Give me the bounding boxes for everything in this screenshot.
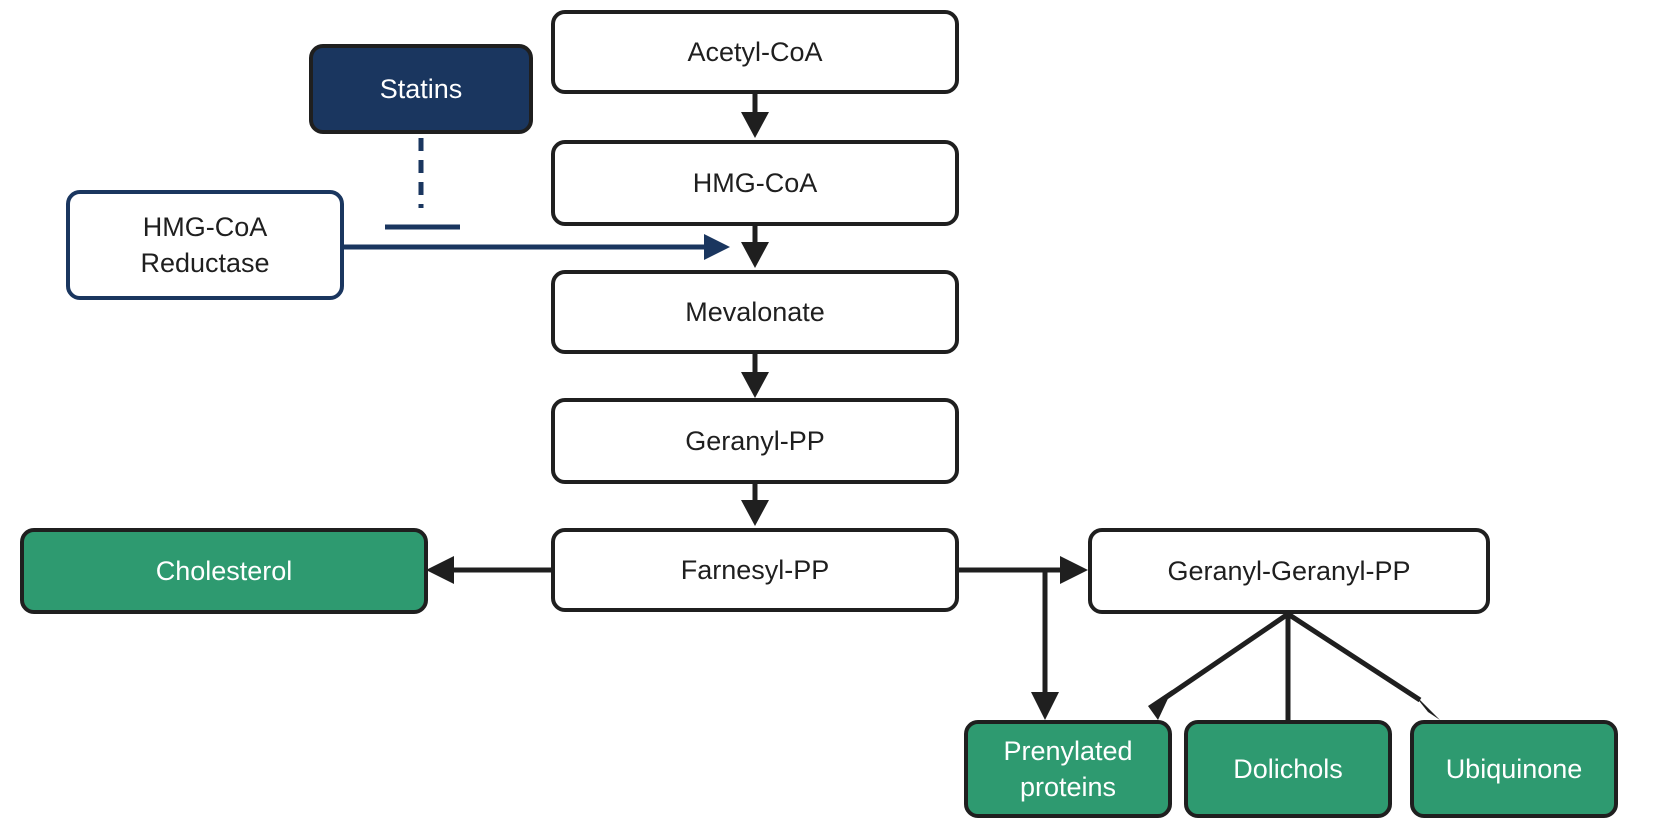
node-geranyl-pp-label: Geranyl-PP <box>685 426 825 456</box>
node-farnesyl-pp-label: Farnesyl-PP <box>680 555 830 585</box>
node-acetyl-coa-label: Acetyl-CoA <box>687 37 823 67</box>
arrow-ggpp-to-prenylated <box>1148 611 1290 720</box>
node-dolichols-label: Dolichols <box>1233 754 1343 784</box>
node-prenylated-proteins-label: Prenylated proteins <box>1003 736 1133 802</box>
statins-inhibition <box>385 138 460 230</box>
node-hmg-coa-label: HMG-CoA <box>692 168 818 198</box>
node-mevalonate-label: Mevalonate <box>685 297 825 327</box>
node-ubiquinone: Ubiquinone <box>1410 720 1618 818</box>
node-mevalonate: Mevalonate <box>551 270 959 354</box>
node-hmg-coa-reductase: HMG-CoA Reductase <box>66 190 344 300</box>
node-prenylated-proteins: Prenylated proteins <box>964 720 1172 818</box>
node-acetyl-coa: Acetyl-CoA <box>551 10 959 94</box>
node-cholesterol: Cholesterol <box>20 528 428 614</box>
reductase-catalysis-arrow <box>342 234 730 260</box>
node-hmg-coa: HMG-CoA <box>551 140 959 226</box>
node-geranyl-geranyl-pp: Geranyl-Geranyl-PP <box>1088 528 1490 614</box>
node-geranyl-pp: Geranyl-PP <box>551 398 959 484</box>
node-statins-label: Statins <box>379 74 463 104</box>
arrow-hmg-to-mevalonate <box>741 224 769 268</box>
arrow-mevalonate-to-geranyl <box>741 352 769 398</box>
node-cholesterol-label: Cholesterol <box>155 556 293 586</box>
node-ubiquinone-label: Ubiquinone <box>1445 754 1583 784</box>
arrow-branch-to-prenylated <box>1031 570 1059 720</box>
arrow-ggpp-to-ubiquinone <box>1286 611 1440 720</box>
arrow-farnesyl-to-cholesterol <box>426 556 555 584</box>
node-farnesyl-pp: Farnesyl-PP <box>551 528 959 612</box>
arrow-geranyl-to-farnesyl <box>741 482 769 526</box>
node-geranyl-geranyl-pp-label: Geranyl-Geranyl-PP <box>1167 556 1411 586</box>
node-hmg-coa-reductase-label: HMG-CoA Reductase <box>140 212 270 278</box>
arrow-acetyl-to-hmg <box>741 92 769 138</box>
node-dolichols: Dolichols <box>1184 720 1392 818</box>
arrow-farnesyl-to-ggpp <box>959 556 1088 584</box>
node-statins: Statins <box>309 44 533 134</box>
